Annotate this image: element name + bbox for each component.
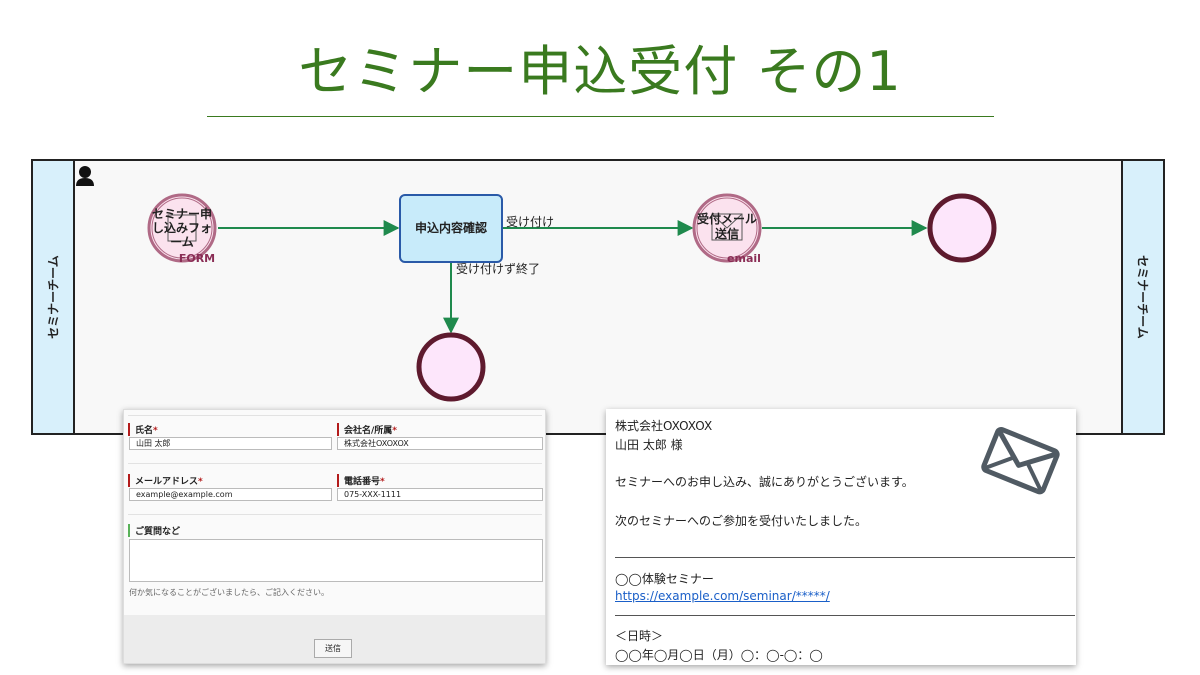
form-event-label-line3: ーム: [170, 235, 194, 249]
application-form-panel: 氏名* 山田 太郎 会社名/所属* 株式会社OXOXOX メールアドレス* ex…: [123, 409, 546, 664]
confirmation-email-panel: 株式会社OXOXOX 山田 太郎 様 セミナーへのお申し込み、誠にありがとうござ…: [606, 409, 1076, 665]
email-input[interactable]: example@example.com: [129, 488, 332, 501]
name-input[interactable]: 山田 太郎: [129, 437, 332, 450]
form-divider: [128, 415, 542, 416]
end-event-rejected: [416, 332, 486, 402]
page-title: セミナー申込受付 その1: [298, 40, 902, 103]
email-thanks: セミナーへのお申し込み、誠にありがとうございます。: [615, 475, 914, 489]
question-field-label: ご質問など: [128, 524, 180, 537]
phone-label-text: 電話番号: [344, 477, 381, 487]
required-mark: *: [198, 477, 203, 487]
email-seminar-name: ◯◯体験セミナー: [615, 572, 714, 586]
email-seminar-link[interactable]: https://example.com/seminar/*****/: [615, 589, 830, 603]
submit-button[interactable]: 送信: [314, 639, 352, 658]
form-divider: [128, 463, 542, 464]
required-mark: *: [392, 426, 398, 436]
mail-event-label-line2: 送信: [714, 226, 739, 241]
end-event-accepted: [927, 193, 997, 263]
lane-label-right: セミナーチーム: [1121, 161, 1163, 433]
email-recipient: 山田 太郎 様: [615, 438, 683, 452]
email-accepted: 次のセミナーへのご参加を受付いたしました。: [615, 514, 868, 528]
name-field-label: 氏名*: [128, 423, 158, 436]
mail-send-event: 受付メール 送信 email: [692, 193, 762, 265]
confirm-task-label: 申込内容確認: [415, 220, 487, 235]
confirm-task: 申込内容確認: [399, 194, 503, 263]
phone-field-label: 電話番号*: [337, 474, 385, 487]
mail-event-tag: email: [727, 252, 761, 265]
title-underline: [207, 116, 994, 117]
edge-label-reject: 受け付けず終了: [456, 261, 540, 276]
company-field-label: 会社名/所属*: [337, 423, 397, 436]
name-label-text: 氏名: [135, 426, 154, 436]
required-mark: *: [153, 426, 158, 436]
form-event-tag: FORM: [179, 252, 215, 265]
email-label-text: メールアドレス: [135, 477, 199, 487]
email-date-value: ◯◯年◯月◯日（月）◯：◯-◯：◯: [615, 648, 823, 662]
form-divider: [128, 514, 542, 515]
phone-input[interactable]: 075-XXX-1111: [337, 488, 543, 501]
mail-event-label-line1: 受付メール: [697, 211, 757, 226]
email-field-label: メールアドレス*: [128, 474, 203, 487]
email-date-heading: ＜日時＞: [615, 629, 664, 643]
envelope-icon: [981, 427, 1060, 495]
email-company: 株式会社OXOXOX: [615, 419, 713, 433]
email-divider: [615, 557, 1075, 558]
form-event-label-line2: し込みフォ: [152, 220, 212, 235]
company-input[interactable]: 株式会社OXOXOX: [337, 437, 543, 450]
required-mark: *: [380, 477, 385, 487]
form-start-event: セミナー申 し込みフォ ーム FORM: [147, 193, 217, 265]
lane-label-left: セミナーチーム: [33, 161, 75, 433]
user-icon: [76, 166, 94, 186]
edge-label-accept: 受け付け: [506, 215, 554, 229]
email-divider: [615, 615, 1075, 616]
company-label-text: 会社名/所属: [344, 426, 393, 436]
form-event-label-line1: セミナー申: [152, 206, 212, 221]
question-hint: 何か気になることがございましたら、ご記入ください。: [129, 588, 329, 597]
question-textarea[interactable]: [129, 539, 543, 582]
